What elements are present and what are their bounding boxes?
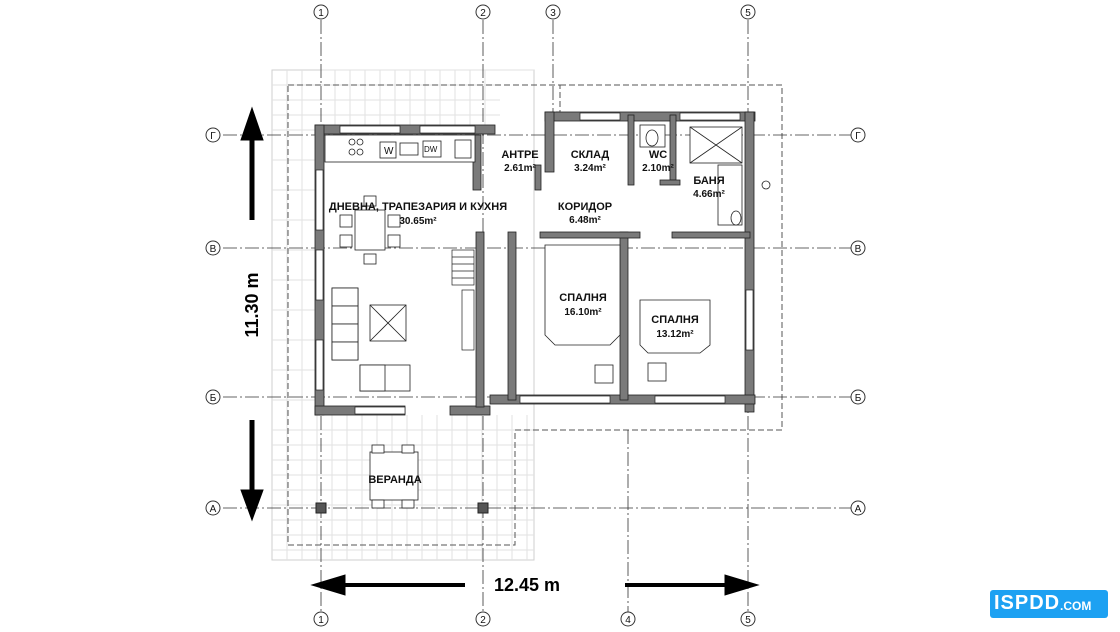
room-label-living: ДНЕВНА, ТРАПЕЗАРИЯ И КУХНЯ: [329, 201, 507, 213]
room-area-wc: 2.10m²: [642, 163, 674, 174]
stairs: [451, 249, 475, 351]
axis-label: В: [855, 244, 862, 255]
room-area-bathroom: 4.66m²: [693, 189, 725, 200]
axis-label: Г: [855, 131, 861, 142]
veranda-table: [369, 444, 419, 509]
room-labels: ДНЕВНА, ТРАПЕЗАРИЯ И КУХНЯ 30.65m² АНТРЕ…: [329, 149, 726, 486]
axis-label: Б: [855, 393, 862, 404]
room-label-entrance: АНТРЕ: [501, 149, 538, 161]
axis-label: 1: [318, 615, 324, 626]
axis-label: А: [210, 504, 217, 515]
axis-label: 4: [625, 615, 631, 626]
room-area-storage: 3.24m²: [574, 163, 606, 174]
room-label-corridor: КОРИДОР: [558, 201, 612, 213]
room-label-bedroom-2: СПАЛНЯ: [651, 314, 699, 326]
sofa: [331, 287, 411, 392]
room-area-living: 30.65m²: [399, 216, 437, 227]
axis-label: 5: [745, 615, 751, 626]
room-label-bedroom-1: СПАЛНЯ: [559, 292, 607, 304]
logo-suffix: .COM: [1060, 599, 1092, 613]
axis-markers-left: Г В Б А: [205, 127, 221, 516]
axis-label: А: [855, 504, 862, 515]
bed-bedroom-1: [544, 244, 621, 384]
logo-text: ISPDD: [994, 592, 1061, 614]
room-area-bedroom-2: 13.12m²: [656, 329, 694, 340]
terrace-grid: [271, 69, 535, 561]
site-logo: ISPDD .COM: [990, 590, 1115, 622]
axis-label: Г: [210, 131, 216, 142]
windows: [315, 112, 754, 415]
dishwasher-label: DW: [424, 145, 438, 154]
bathroom-fixtures: [639, 124, 771, 226]
room-label-storage: СКЛАД: [571, 149, 610, 161]
axis-markers-bottom: 1 2 4 5: [313, 611, 756, 627]
bed-bedroom-2: [639, 299, 711, 382]
axis-label: Б: [210, 393, 217, 404]
room-label-wc: WC: [649, 149, 667, 161]
dimension-arrows: [240, 106, 760, 596]
washer-label: W: [384, 146, 394, 157]
axis-label: В: [210, 244, 217, 255]
axis-label: 2: [480, 8, 486, 19]
dimension-width: 12.45 m: [494, 575, 560, 595]
axis-markers-top: 1 2 3 5: [313, 4, 756, 20]
axis-label: 1: [318, 8, 324, 19]
dining-table: [339, 195, 401, 265]
axis-label: 3: [550, 8, 556, 19]
room-label-veranda: ВЕРАНДА: [368, 474, 421, 486]
axis-label: 5: [745, 8, 751, 19]
logo-background: [990, 590, 1108, 618]
room-area-entrance: 2.61m²: [504, 163, 536, 174]
room-label-bathroom: БАНЯ: [693, 175, 724, 187]
room-area-bedroom-1: 16.10m²: [564, 307, 602, 318]
room-area-corridor: 6.48m²: [569, 215, 601, 226]
dimension-height: 11.30 m: [242, 272, 262, 337]
axis-label: 2: [480, 615, 486, 626]
columns: [315, 502, 489, 514]
axis-markers-right: Г В Б А: [850, 127, 866, 516]
kitchen-counter: [324, 134, 476, 163]
